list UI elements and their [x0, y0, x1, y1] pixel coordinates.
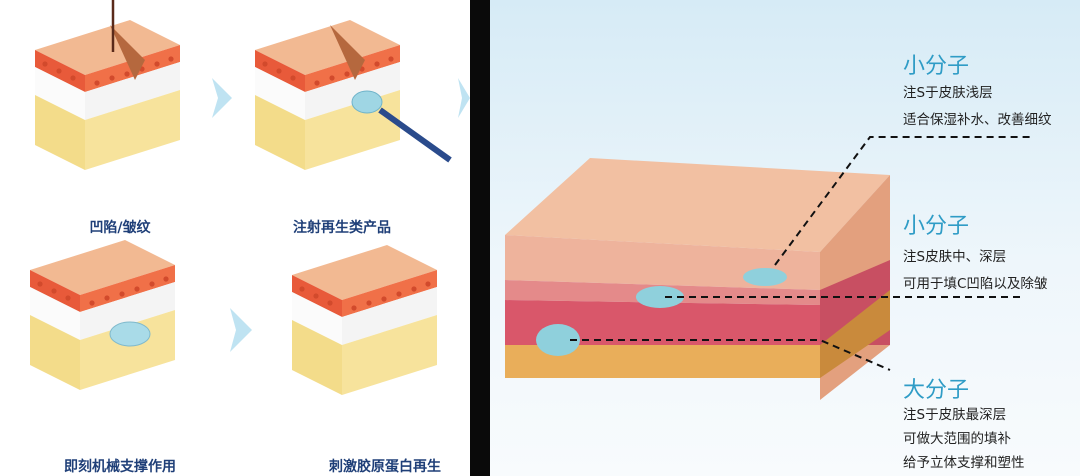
- callout-lines: [570, 136, 1030, 371]
- callout-line: 注S于皮肤浅层: [903, 85, 993, 101]
- divider: [470, 0, 490, 476]
- right-panel: 小分子 注S于皮肤浅层 适合保湿补水、改善细纹 小分子 注S皮肤中、深层 可用于…: [490, 0, 1080, 476]
- callout-line: 可做大范围的填补: [903, 431, 1011, 447]
- arrow-right-icon: [230, 308, 252, 352]
- step-label: 凹陷/皱纹: [89, 220, 151, 236]
- callout-line: 注S皮肤中、深层: [903, 249, 1007, 265]
- callout-line: 注S于皮肤最深层: [903, 407, 1007, 423]
- cube-injection: [255, 20, 452, 170]
- skin-top-face: [505, 158, 890, 252]
- step-label: 即刻机械支撑作用: [64, 459, 176, 475]
- callout-title: 大分子: [903, 378, 970, 403]
- skin-process-illustration: [30, 0, 470, 395]
- step-label: 刺激胶原蛋白再生: [329, 459, 441, 475]
- callout-title: 小分子: [903, 54, 970, 79]
- small-molecule-blob: [636, 286, 684, 308]
- callout-title: 小分子: [903, 214, 970, 239]
- callout-line: 可用于填C凹陷以及除皱: [903, 276, 1048, 292]
- arrow-right-icon: [212, 78, 232, 118]
- cube-regeneration: [292, 245, 437, 395]
- large-molecule-blob: [536, 324, 580, 356]
- arrow-right-icon: [458, 78, 470, 118]
- syringe: [378, 107, 452, 163]
- arrow-icons: [212, 78, 470, 352]
- cube-wrinkle: [35, 0, 180, 170]
- callout-line: 适合保湿补水、改善细纹: [903, 112, 1052, 128]
- callout-line: 给予立体支撑和塑性: [903, 455, 1025, 471]
- step-label: 注射再生类产品: [293, 220, 391, 236]
- cube-support: [30, 240, 175, 390]
- small-molecule-blob: [743, 268, 787, 286]
- skin-layer-diagram: [505, 136, 1030, 400]
- left-panel: 凹陷/皱纹 注射再生类产品 即刻机械支撑作用 刺激胶原蛋白再生: [0, 0, 470, 476]
